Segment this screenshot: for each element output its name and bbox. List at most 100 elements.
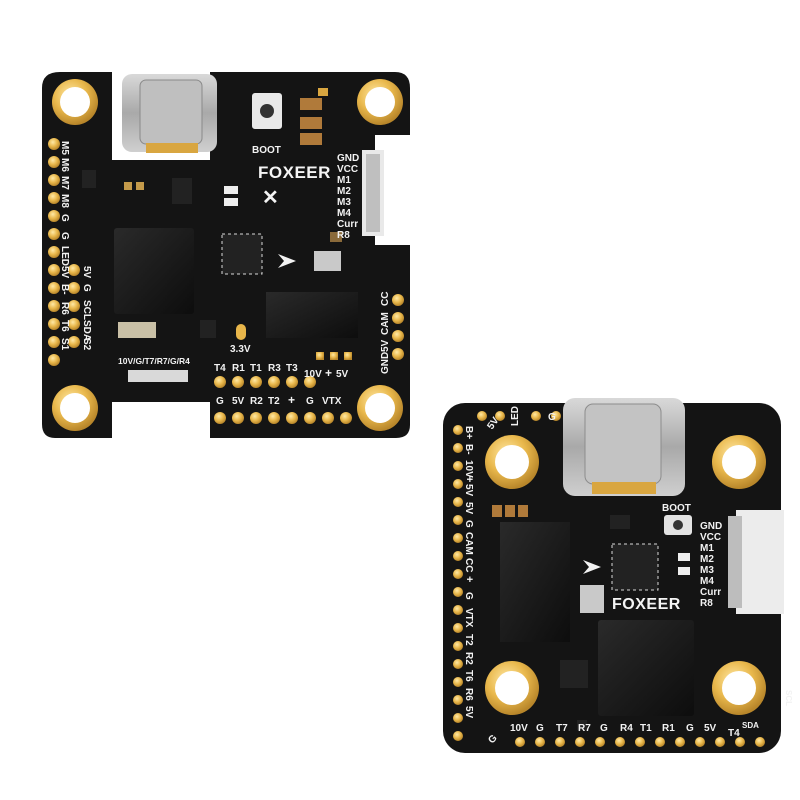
svg-text:G: G: [81, 284, 92, 292]
bottom-connector: [128, 370, 188, 382]
svg-text:B+: B+: [463, 426, 474, 439]
svg-text:M2: M2: [337, 186, 351, 197]
left-solder-pads: [453, 425, 463, 741]
svg-text:M7: M7: [59, 176, 70, 190]
svg-text:CAM: CAM: [463, 532, 474, 555]
svg-text:GND: GND: [700, 521, 722, 532]
osd-chip: [500, 522, 570, 642]
svg-text:GND: GND: [380, 352, 391, 374]
svg-text:T1: T1: [250, 363, 262, 374]
bottom-solder-pads: [214, 352, 352, 424]
svg-text:VCC: VCC: [700, 532, 721, 543]
svg-text:R1: R1: [662, 723, 675, 734]
svg-text:R7: R7: [578, 723, 591, 734]
svg-text:G: G: [59, 214, 70, 222]
svg-text:5V: 5V: [336, 369, 349, 380]
svg-text:5V: 5V: [463, 706, 474, 719]
svg-text:VTX: VTX: [463, 608, 474, 628]
svg-text:10V: 10V: [304, 369, 322, 380]
svg-text:R6: R6: [463, 688, 474, 701]
svg-text:G: G: [463, 520, 474, 528]
svg-text:M8: M8: [59, 194, 70, 208]
boot-label: BOOT: [252, 145, 281, 156]
svg-text:M3: M3: [337, 197, 351, 208]
svg-text:CAM: CAM: [380, 312, 391, 335]
svg-text:SCL: SCL: [784, 690, 793, 706]
svg-text:M2: M2: [700, 554, 714, 565]
svg-text:R4: R4: [620, 723, 633, 734]
svg-text:R1: R1: [232, 363, 245, 374]
svg-text:5V: 5V: [463, 484, 474, 497]
svg-text:GND: GND: [337, 153, 359, 164]
svg-text:B-: B-: [463, 444, 474, 455]
svg-text:T1: T1: [640, 723, 652, 734]
svg-text:VTX: VTX: [322, 396, 342, 407]
crystal: [580, 585, 604, 613]
bottom-solder-pads: [515, 737, 765, 747]
boot-button: [664, 515, 692, 535]
svg-text:M5: M5: [59, 141, 70, 155]
svg-text:T7: T7: [556, 723, 568, 734]
crystal: [314, 251, 341, 271]
brand-label: FOXEER: [612, 596, 681, 613]
svg-text:T6: T6: [463, 670, 474, 682]
svg-text:SDA: SDA: [81, 320, 92, 341]
svg-text:R2: R2: [250, 396, 263, 407]
svg-text:R3: R3: [268, 363, 281, 374]
top-pads: [477, 411, 561, 421]
motor-connector-board-1: [362, 150, 384, 236]
svg-text:G: G: [600, 723, 608, 734]
svg-text:SDA: SDA: [742, 721, 759, 730]
svg-text:S1: S1: [59, 338, 70, 351]
smd-components: [82, 170, 342, 340]
boot-label: BOOT: [662, 503, 691, 514]
svg-text:G: G: [216, 396, 224, 407]
svg-text:B-: B-: [59, 284, 70, 295]
left-pad-labels: B+ B- 10V + 5V 5V G CAM CC + G VTX T2 R2…: [463, 426, 475, 719]
svg-text:CC: CC: [463, 558, 474, 572]
svg-text:R6: R6: [59, 302, 70, 315]
left-pad-labels: M5 M6 M7 M8 G G LED 5V B- R6 T6 S1 5V G …: [59, 141, 92, 351]
svg-text:T4: T4: [214, 363, 226, 374]
smd-components: [492, 505, 690, 730]
svg-text:G: G: [59, 232, 70, 240]
svg-text:Curr: Curr: [700, 587, 721, 598]
uart-label: 10V/G/T7/R7/G/R4: [118, 356, 190, 366]
svg-text:T3: T3: [286, 363, 298, 374]
camera-pad-labels: CC CAM 5V GND: [380, 292, 391, 374]
svg-text:5V: 5V: [463, 502, 474, 515]
mcu-chip: [114, 228, 194, 314]
gyro-chip: [611, 543, 659, 591]
osd-chip: [266, 292, 358, 338]
svg-text:10V: 10V: [510, 723, 528, 734]
camera-pads: [392, 294, 404, 360]
svg-text:T4: T4: [728, 728, 740, 739]
svg-text:LED: LED: [510, 406, 521, 426]
boot-button: [252, 93, 282, 129]
flight-controller-board-2: BOOT GND VCC M1 M2 M3 M4 Curr R8 FOXEER: [443, 398, 793, 753]
bottom-pad-labels-row-2: G 5V R2 T2 + G VTX: [216, 393, 342, 407]
svg-text:+: +: [325, 366, 332, 380]
gyro-chip: [221, 233, 263, 275]
svg-text:T6: T6: [59, 320, 70, 332]
svg-text:G: G: [548, 412, 556, 423]
mcu-chip: [598, 620, 694, 716]
svg-text:SCL: SCL: [81, 300, 92, 320]
svg-text:5V: 5V: [232, 396, 245, 407]
mounting-holes: [52, 79, 403, 431]
motor-connector-board-2: [728, 510, 784, 614]
svg-text:S2: S2: [81, 338, 92, 351]
svg-text:R8: R8: [700, 598, 713, 609]
svg-text:M6: M6: [59, 158, 70, 172]
svg-text:M1: M1: [337, 175, 351, 186]
i2c-labels: SDA SCL: [742, 690, 793, 730]
svg-text:G: G: [463, 592, 474, 600]
flight-controller-board-1: BOOT FOXEER ✕: [42, 72, 410, 438]
bottom-pad-labels: G 10V G T7 R7 G R4 T1 R1 G 5V T4: [486, 723, 740, 746]
brand-logo-icon: ✕: [262, 187, 279, 209]
svg-text:M4: M4: [700, 576, 714, 587]
motor-header-labels: GND VCC M1 M2 M3 M4 Curr R8: [337, 153, 359, 241]
svg-text:VCC: VCC: [337, 164, 358, 175]
voltage-label: 3.3V: [230, 344, 251, 355]
